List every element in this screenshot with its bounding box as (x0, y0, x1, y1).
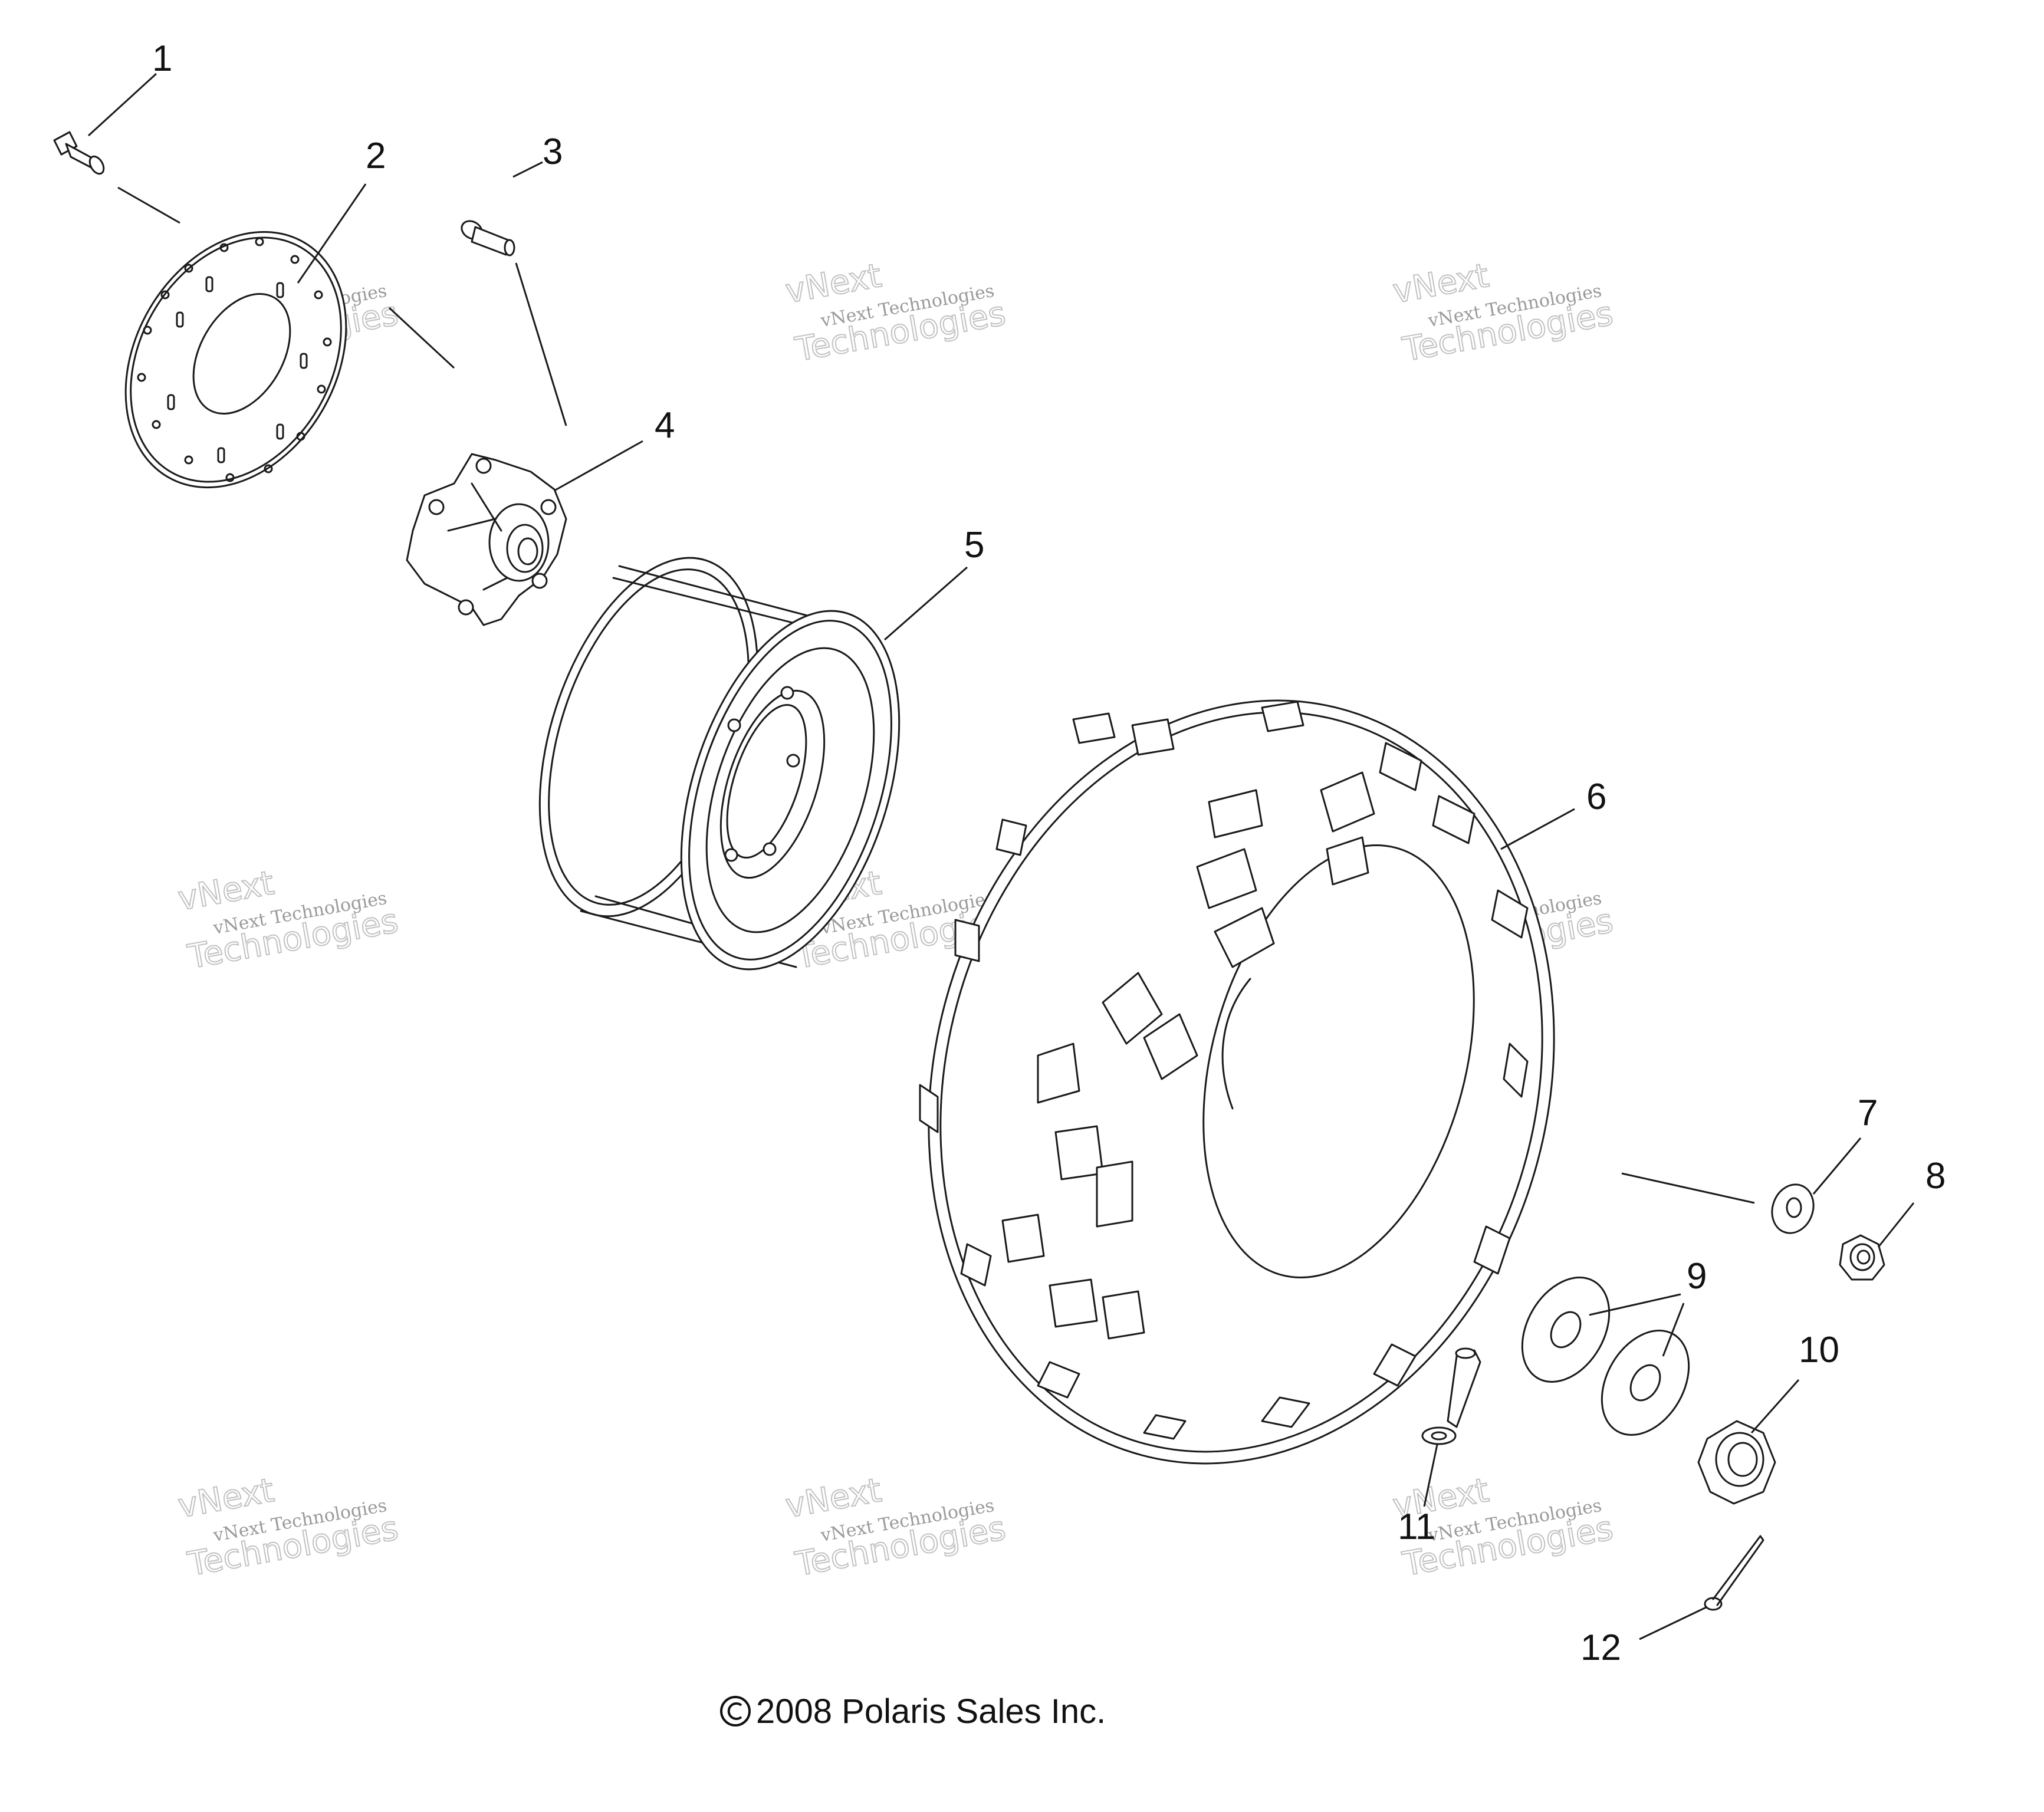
callout-4: 4 (655, 405, 675, 446)
callout-2: 2 (366, 136, 386, 176)
part-2-brake-rotor (124, 231, 347, 489)
callout-5: 5 (964, 525, 984, 565)
watermark: vNext vNext Technologies Technologies (782, 256, 1009, 370)
part-11-valve-stem (1421, 1347, 1481, 1445)
callout-9: 9 (1687, 1256, 1707, 1297)
part-5-rim (538, 557, 901, 971)
part-6-tire (919, 699, 1555, 1465)
callout-12: 12 (1580, 1627, 1621, 1668)
tire-tread-blocks (919, 701, 1529, 1440)
leader-lines (87, 73, 1915, 1640)
part-8-nut (1839, 1234, 1885, 1281)
watermark: vNext vNext Technologies Technologies (175, 1471, 402, 1584)
part-7-washer (1771, 1183, 1815, 1234)
callout-10: 10 (1799, 1330, 1839, 1370)
copyright-symbol-c (727, 1702, 742, 1720)
callout-11: 11 (1398, 1507, 1435, 1547)
callout-8: 8 (1925, 1156, 1946, 1196)
callout-6: 6 (1586, 777, 1606, 817)
part-1-bolt (53, 131, 105, 175)
rotor-holes (137, 237, 332, 482)
callouts: 1 2 3 4 5 6 7 8 9 10 11 12 (152, 38, 1946, 1668)
part-10-castle-nut (1697, 1420, 1776, 1505)
part-3-stud (461, 220, 515, 256)
watermark: vNext vNext Technologies Technologies (175, 863, 402, 977)
watermark: vNext vNext Technologies Technologies (1389, 256, 1616, 370)
callout-1: 1 (152, 38, 172, 79)
copyright-text: 2008 Polaris Sales Inc. (756, 1692, 1106, 1731)
callout-3: 3 (543, 131, 563, 172)
callout-7: 7 (1858, 1093, 1878, 1133)
part-12-cotter-pin (1704, 1535, 1764, 1611)
copyright: 2008 Polaris Sales Inc. (720, 1692, 1106, 1731)
part-9-washers (1521, 1277, 1690, 1436)
part-4-hub (406, 453, 567, 626)
copyright-symbol-icon (720, 1696, 751, 1727)
watermark: vNext vNext Technologies Technologies (782, 1471, 1009, 1584)
